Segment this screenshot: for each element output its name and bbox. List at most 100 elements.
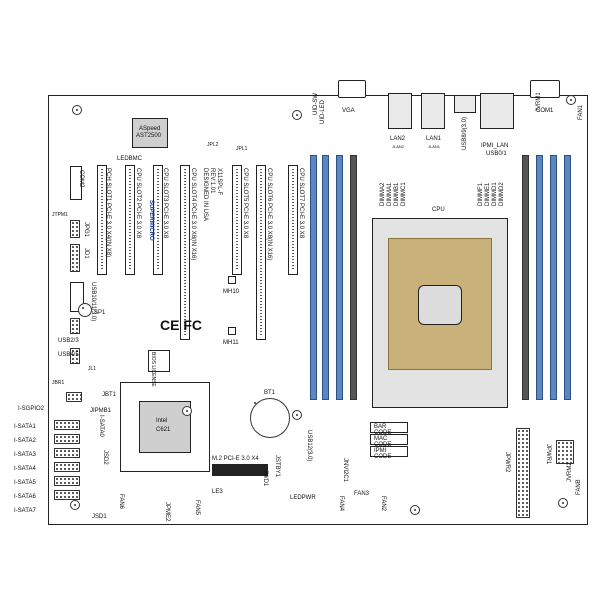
- ledpwr-label: LEDPWR: [290, 495, 316, 501]
- dimm-left-label-1: DIMMA1: [387, 182, 393, 206]
- mh11-hole: [228, 327, 236, 335]
- pcie-slot-6-label: CPU SLOT6 PCI-E 3.0 X8(IN X16): [266, 168, 272, 261]
- dimm-d1: [550, 155, 557, 400]
- mh10-label: MH10: [223, 289, 240, 295]
- isata6-label: I-SATA6: [14, 494, 36, 500]
- fan5-label: FAN5: [194, 500, 200, 516]
- bar-code-label: BAR CODE: [374, 424, 392, 436]
- bios-license-box: [148, 350, 170, 372]
- lan2-sub-label: JLAN2: [392, 144, 405, 149]
- mount-hole: [566, 95, 576, 105]
- pcie-slot-7-label: CPU SLOT7 PCI-E 3.0 X8: [298, 168, 304, 239]
- mount-hole: [72, 105, 82, 115]
- isata3-label: I-SATA3: [14, 452, 36, 458]
- mh11-label: MH11: [223, 340, 239, 346]
- uid-led-label: UID-LED: [320, 99, 326, 124]
- pch-model: C621: [156, 427, 171, 433]
- dimm-right-label-1: DIMME1: [485, 182, 491, 206]
- pcie-slot-4: [180, 165, 190, 340]
- jpg1-header: [70, 220, 80, 238]
- lan2-port: [388, 93, 412, 129]
- pcie-slot-7: [288, 165, 298, 275]
- com1-label: COM1: [536, 108, 554, 114]
- isata5-port: [54, 476, 80, 486]
- bt1-label: BT1: [264, 390, 276, 396]
- usb23-header: [70, 318, 80, 334]
- m2-slot: [212, 464, 268, 476]
- bmc-model: AST2500: [136, 133, 162, 139]
- mount-hole: [558, 498, 568, 508]
- jd1-label: JD1: [83, 248, 89, 259]
- pcie-slot-1: [97, 165, 107, 275]
- usb89-port: [454, 95, 476, 113]
- mount-hole: [70, 500, 80, 510]
- jpwr1-label: JPWR1: [545, 444, 551, 465]
- bar-code-box: BAR CODE: [370, 422, 408, 436]
- isata4-port: [54, 462, 80, 472]
- sp1-buzzer: [78, 303, 92, 317]
- bmc-chip: ASpeed AST2500: [132, 118, 168, 148]
- jpg1-label: JPG1: [83, 222, 89, 238]
- dimm-a2: [310, 155, 317, 400]
- jstby1-label: JSTBY1: [274, 455, 280, 478]
- jpl1-label: JPL1: [236, 146, 248, 152]
- pcie-slot-2: [125, 165, 135, 275]
- jsd2-label: JSD2: [102, 450, 108, 465]
- jvrm1-label: JVRM1: [536, 92, 542, 112]
- vga-port: [338, 80, 366, 98]
- model-line-3: DESIGNED IN USA: [202, 168, 208, 222]
- isata7-label: I-SATA7: [14, 508, 36, 514]
- lan1-port: [421, 93, 445, 129]
- vga-label: VGA: [342, 108, 355, 114]
- mount-hole: [182, 406, 192, 416]
- mac-code-label: MAC CODE: [374, 436, 392, 448]
- jd1-header: [70, 244, 80, 272]
- fan3-label: FAN3: [354, 491, 370, 497]
- jpme2-label: JPME2: [164, 502, 170, 522]
- jpwr2-label: JPWR2: [504, 452, 510, 473]
- sgpio2-header: [66, 392, 82, 402]
- jbr1-label: JBR1: [52, 380, 65, 386]
- jbt1-label: JBT1: [102, 392, 117, 398]
- com1-port: [530, 80, 560, 98]
- isata2-port: [54, 434, 80, 444]
- dimm-e1: [536, 155, 543, 400]
- dimm-right-label-0: DIMMF1: [478, 183, 484, 206]
- jl1-label: JL1: [88, 366, 97, 372]
- pcie-slot-6: [256, 165, 266, 340]
- mount-hole: [410, 505, 420, 515]
- pcie-slot-2-label: CPU SLOT2 PCI-E 3.0 X8: [135, 168, 141, 239]
- model-line-1: X11SPL-F: [216, 168, 222, 196]
- sgpio2-label: I-SGPIO2: [18, 406, 45, 412]
- com2-header: [70, 166, 82, 200]
- jwd1-label: JWD1: [262, 470, 268, 487]
- ipmi-lan-port: [480, 93, 514, 129]
- pcie-slot-4-label: CPU SLOT4 PCI-E 3.0 X8(IN X16): [190, 168, 196, 261]
- dimm-a1: [322, 155, 329, 400]
- usb45-header: [70, 348, 80, 364]
- fan6-label: FAN6: [118, 494, 124, 510]
- usb12-label: USB12(3.0): [306, 430, 312, 462]
- jsd1-label: JSD1: [92, 514, 107, 520]
- ce-fcc-mark: CE FC: [160, 317, 202, 333]
- bmc-vendor: ASpeed: [139, 126, 161, 132]
- lan2-label: LAN2: [390, 136, 406, 142]
- jpl2-label: JPL2: [207, 142, 219, 148]
- le3-label: LE3: [212, 489, 223, 495]
- dimm-left-label-2: DIMMB1: [394, 182, 400, 206]
- ipmi-lan-label: IPMI_LAN: [481, 143, 509, 149]
- pcie-slot-5-label: CPU SLOT5 PCI-E 3.0 X8: [242, 168, 248, 239]
- m2-label: M.2 PCI-E 3.0 X4: [212, 456, 259, 462]
- isata1-port: [54, 420, 80, 430]
- pcie-slot-3: [153, 165, 163, 275]
- dimm-right-label-2: DIMMD1: [492, 182, 498, 206]
- pch-vendor: Intel: [156, 418, 168, 424]
- fan2-label: FAN2: [380, 496, 386, 512]
- bios-license-label: BIOS LICENSE: [150, 352, 156, 387]
- ledbmc-label: LEDBMC: [117, 156, 143, 162]
- usb89-label: USB8/9(3.0): [462, 116, 468, 150]
- usb23-label: USB2/3: [58, 338, 79, 344]
- lan1-label: LAN1: [426, 136, 442, 142]
- mac-code-box: MAC CODE: [370, 434, 408, 448]
